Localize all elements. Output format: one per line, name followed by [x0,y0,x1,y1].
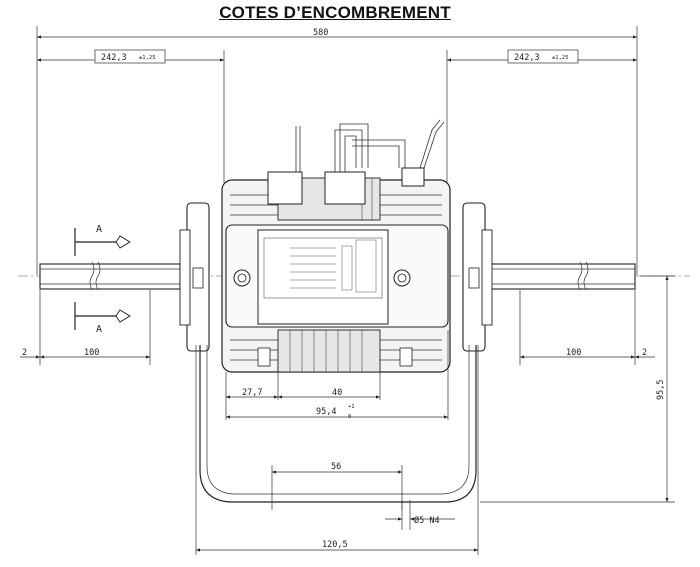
core-length-label: 95,4 [316,407,336,417]
stator-dimensions: 27,7 40 [225,372,381,420]
right-bracket-tolerance: ±1,25 [552,55,569,61]
mounting-foot [195,345,479,555]
stator-offset-label: 27,7 [242,388,262,398]
left-bracket-label: 242,3 [101,53,127,63]
section-marker-lower: A [74,302,131,335]
left-bracket-tolerance: ±1,25 [139,55,156,61]
stator-width-label: 40 [332,388,342,398]
left-shaft-length-label: 100 [84,348,99,358]
overall-length-dimension: 580 [36,26,638,275]
left-shaft-dimensions: 2 100 [20,290,151,365]
foot-width-label: 120,5 [322,540,348,550]
core-length-dimension: 95,4 +1 0 [226,330,449,420]
hole-diameter-dimension: Ø5 N4 [385,500,455,530]
left-bracket-flange [179,202,210,352]
right-shaft [489,261,636,291]
left-shaft [39,261,181,291]
section-marker-upper: A [74,224,131,256]
left-end-gap-label: 2 [22,348,27,358]
core-length-tol-lower: 0 [348,414,351,420]
foot-holes-spacing-label: 56 [331,462,341,472]
foot-holes-dimension: 56 [271,462,403,510]
foot-width-dimension: 120,5 [196,540,478,552]
height-label: 95,5 [656,380,666,400]
right-shaft-dimensions: 100 2 [519,290,655,365]
right-end-gap-label: 2 [642,348,647,358]
right-bracket-label: 242,3 [514,53,540,63]
height-dimension: 95,5 [480,275,675,503]
motor-body [221,119,451,373]
drawing-title: COTES D’ENCOMBREMENT [219,3,451,22]
right-bracket-dimension: 242,3 ±1,25 [446,49,637,205]
section-label-lower: A [96,324,102,335]
hole-diameter-label: Ø5 N4 [414,515,440,526]
left-bracket-dimension: 242,3 ±1,25 [37,49,225,205]
section-label-upper: A [96,224,102,235]
right-bracket-flange [462,202,493,352]
right-shaft-length-label: 100 [566,348,581,358]
overall-length-label: 580 [313,28,328,38]
core-length-tol-upper: +1 [348,404,355,410]
